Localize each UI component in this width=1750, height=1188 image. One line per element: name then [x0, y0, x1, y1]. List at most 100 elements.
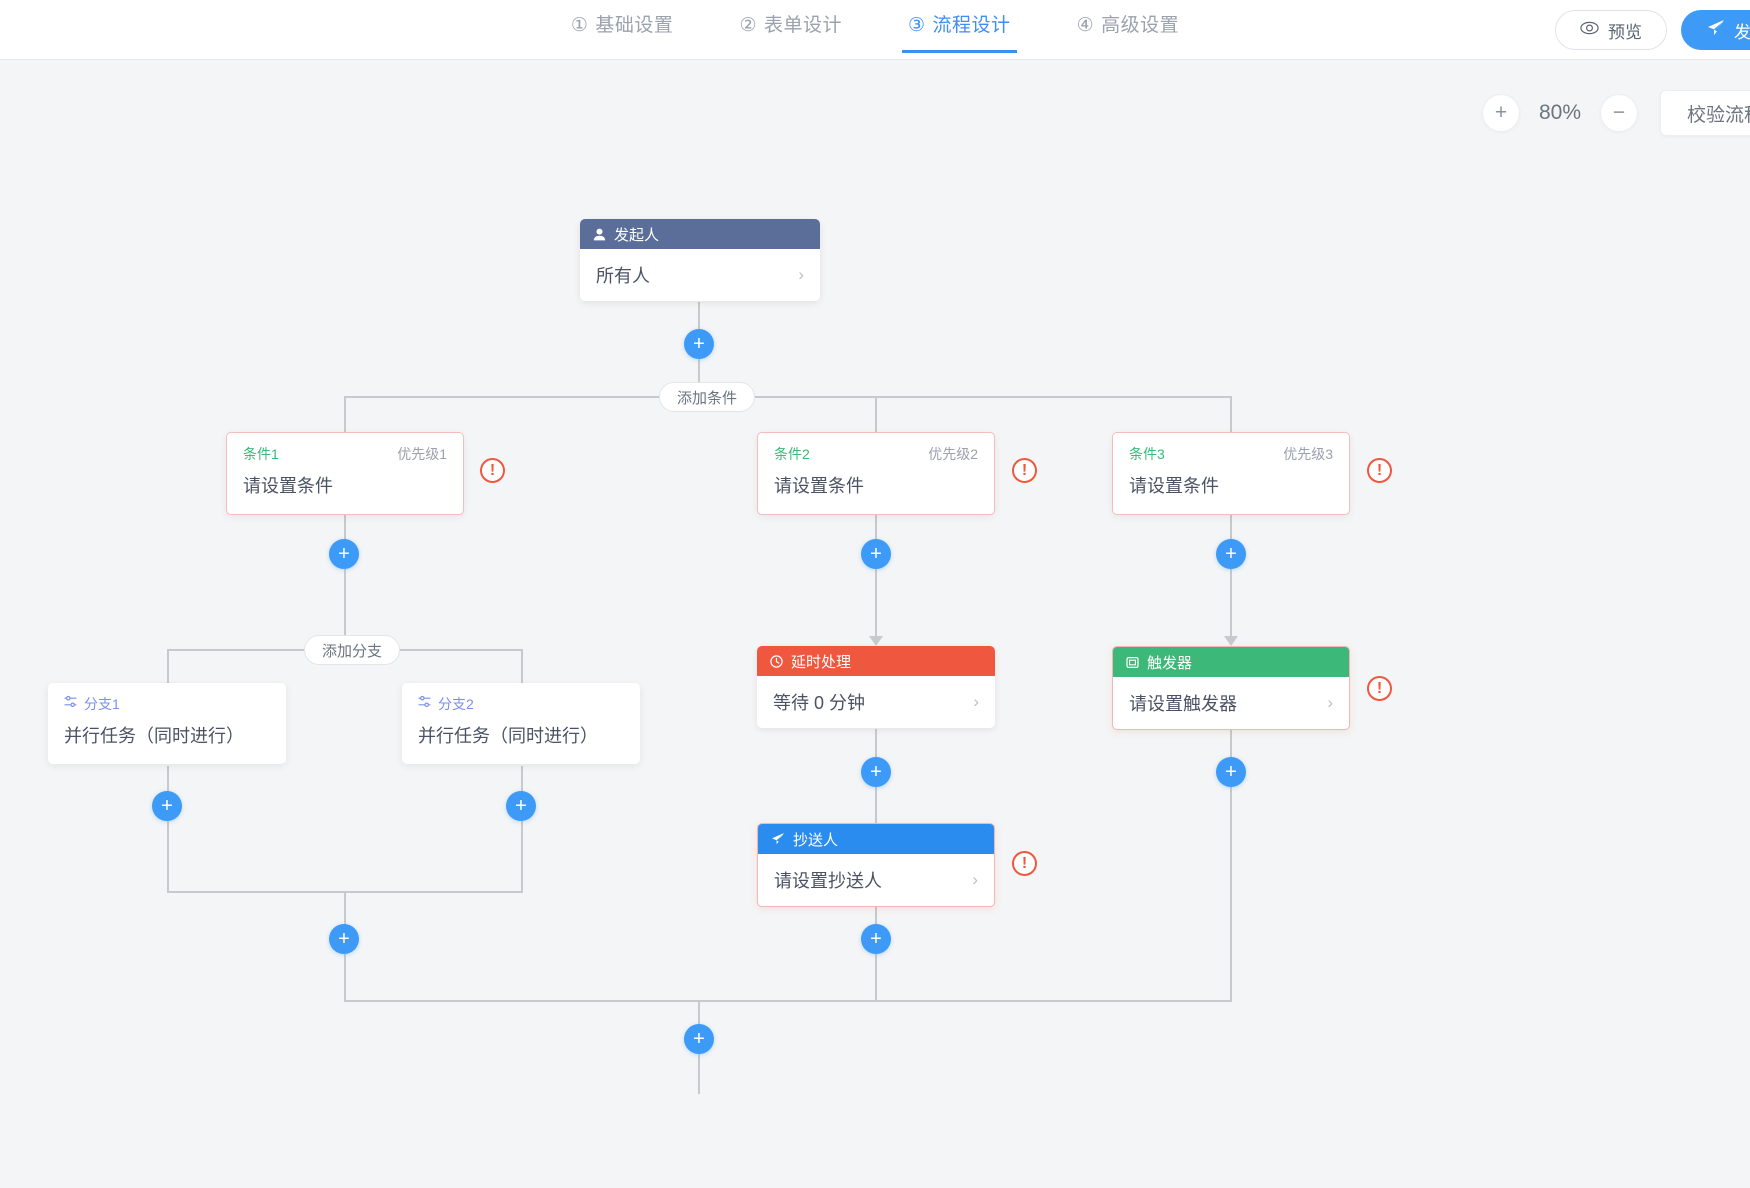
- connector-final-tail: [698, 1054, 700, 1094]
- connector-condition-1-to-branch-split: [344, 569, 346, 649]
- node-cc-body[interactable]: 请设置抄送人 ›: [758, 854, 994, 906]
- publish-button[interactable]: 发布: [1681, 10, 1750, 50]
- node-condition-3[interactable]: 条件3 优先级3 请设置条件: [1112, 432, 1350, 515]
- node-delay[interactable]: 延时处理 等待 0 分钟 ›: [757, 646, 995, 728]
- node-condition-3-priority: 优先级3: [1283, 446, 1333, 462]
- connector-branch-merge-tail: [344, 954, 346, 1002]
- add-node-button-after-condition-2[interactable]: +: [861, 539, 891, 569]
- node-initiator-header: 发起人: [580, 219, 820, 249]
- node-condition-1-top: 条件1 优先级1: [227, 433, 463, 468]
- connector-final-merge-bar: [344, 1000, 1232, 1002]
- tab-basic-settings-number: ①: [570, 15, 589, 36]
- node-condition-3-name: 条件3: [1129, 446, 1165, 462]
- connector-initiator-down: [698, 302, 700, 344]
- connector-after-condition-3: [1230, 515, 1232, 555]
- tab-form-design-label: 表单设计: [763, 15, 842, 36]
- node-delay-body[interactable]: 等待 0 分钟 ›: [757, 676, 995, 728]
- node-trigger[interactable]: 触发器 请设置触发器 ›: [1112, 646, 1350, 730]
- node-condition-2-name: 条件2: [774, 446, 810, 462]
- node-condition-2-top: 条件2 优先级2: [758, 433, 994, 468]
- tab-advanced-settings-number: ④: [1076, 15, 1095, 36]
- node-trigger-value: 请设置触发器: [1129, 694, 1237, 714]
- sliders-icon: [418, 695, 431, 713]
- tab-form-design-number: ②: [739, 15, 757, 36]
- add-node-button-after-branch-1[interactable]: +: [152, 791, 182, 821]
- connector-after-branch-1: [167, 766, 169, 806]
- node-branch-2-top: 分支2: [402, 683, 640, 718]
- add-node-button-after-trigger[interactable]: +: [1216, 757, 1246, 787]
- tab-form-design[interactable]: ② 表单设计: [735, 8, 846, 53]
- connector-branch-1-to-merge: [167, 821, 169, 893]
- node-initiator-body[interactable]: 所有人 ›: [580, 249, 820, 301]
- connector-branch-2-to-merge: [521, 821, 523, 893]
- node-branch-1-top: 分支1: [48, 683, 286, 718]
- add-node-button-after-delay[interactable]: +: [861, 757, 891, 787]
- flow-canvas[interactable]: 发起人 所有人 › + 添加条件 条件1 优先级1 请设置条件 ! 条件2 优先…: [0, 61, 1750, 1188]
- chevron-right-icon: ›: [973, 692, 979, 711]
- node-condition-2-value: 请设置条件: [774, 476, 864, 496]
- node-initiator-value: 所有人: [596, 266, 650, 286]
- header-actions: 预览 发布: [1555, 0, 1750, 60]
- tab-advanced-settings-label: 高级设置: [1101, 15, 1180, 36]
- warning-icon-cc[interactable]: !: [1012, 851, 1037, 876]
- node-initiator-header-label: 发起人: [614, 226, 660, 244]
- add-node-button-after-initiator[interactable]: +: [684, 329, 714, 359]
- eye-icon: [1580, 20, 1599, 40]
- node-condition-1[interactable]: 条件1 优先级1 请设置条件: [226, 432, 464, 515]
- add-node-button-after-final-merge[interactable]: +: [684, 1024, 714, 1054]
- tab-process-design-label: 流程设计: [932, 15, 1011, 36]
- node-delay-header: 延时处理: [757, 646, 995, 676]
- node-branch-1[interactable]: 分支1 并行任务（同时进行）: [48, 683, 286, 764]
- node-condition-3-value: 请设置条件: [1129, 476, 1219, 496]
- connector-delay-to-cc: [875, 787, 877, 837]
- connector-after-condition-1: [344, 515, 346, 555]
- node-condition-3-top: 条件3 优先级3: [1113, 433, 1349, 468]
- add-node-button-after-condition-3[interactable]: +: [1216, 539, 1246, 569]
- preview-button[interactable]: 预览: [1555, 10, 1667, 50]
- add-node-button-after-branch-merge[interactable]: +: [329, 924, 359, 954]
- connector-initiator-to-split: [698, 359, 700, 397]
- validate-process-button[interactable]: 校验流程: [1659, 90, 1750, 136]
- node-branch-2-value: 并行任务（同时进行）: [418, 726, 598, 746]
- zoom-in-button[interactable]: +: [1481, 94, 1520, 132]
- add-node-button-after-branch-2[interactable]: +: [506, 791, 536, 821]
- node-condition-2[interactable]: 条件2 优先级2 请设置条件: [757, 432, 995, 515]
- node-branch-2[interactable]: 分支2 并行任务（同时进行）: [402, 683, 640, 764]
- clock-icon: [770, 654, 783, 668]
- node-branch-1-value: 并行任务（同时进行）: [64, 726, 244, 746]
- add-branch-button[interactable]: 添加分支: [304, 635, 401, 665]
- trigger-icon: [1126, 656, 1139, 669]
- tab-advanced-settings[interactable]: ④ 高级设置: [1073, 8, 1184, 53]
- add-node-button-after-cc[interactable]: +: [861, 924, 891, 954]
- node-cc-header: 抄送人: [758, 824, 994, 854]
- warning-icon-trigger[interactable]: !: [1367, 676, 1392, 701]
- connector-trigger-tail: [1230, 787, 1232, 1002]
- connector-final-merge-down: [698, 1000, 700, 1044]
- sliders-icon: [64, 695, 77, 713]
- connector-condition-3-to-trigger: [1230, 569, 1232, 644]
- connector-merge-to-plus: [344, 891, 346, 939]
- node-cc[interactable]: 抄送人 请设置抄送人 ›: [757, 823, 995, 907]
- node-condition-2-priority: 优先级2: [928, 446, 978, 462]
- node-cc-header-label: 抄送人: [793, 831, 839, 849]
- connector-drop-condition-3: [1230, 396, 1232, 465]
- warning-icon-condition-1[interactable]: !: [480, 458, 505, 483]
- chevron-right-icon: ›: [972, 870, 978, 889]
- warning-icon-condition-2[interactable]: !: [1012, 458, 1037, 483]
- chevron-right-icon: ›: [1327, 693, 1333, 712]
- add-node-button-after-condition-1[interactable]: +: [329, 539, 359, 569]
- node-trigger-body[interactable]: 请设置触发器 ›: [1113, 677, 1349, 729]
- zoom-out-button[interactable]: −: [1599, 94, 1638, 132]
- warning-icon-condition-3[interactable]: !: [1367, 458, 1392, 483]
- chevron-right-icon: ›: [798, 265, 804, 284]
- connector-drop-branch-1: [167, 649, 169, 683]
- connector-drop-branch-2: [521, 649, 523, 683]
- zoom-level-label: 80%: [1538, 101, 1581, 124]
- node-initiator[interactable]: 发起人 所有人 ›: [580, 219, 820, 301]
- add-condition-button[interactable]: 添加条件: [659, 382, 756, 412]
- node-trigger-header: 触发器: [1113, 647, 1349, 677]
